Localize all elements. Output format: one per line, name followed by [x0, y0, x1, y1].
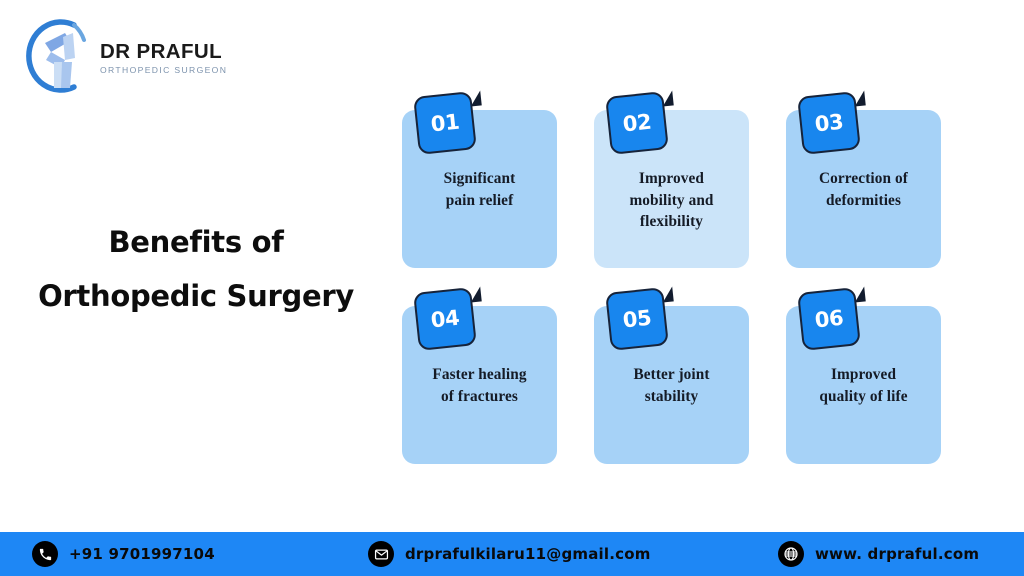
benefit-number-badge-01: 01 [413, 90, 482, 155]
badge-rotated-square: 04 [413, 287, 477, 351]
benefit-number-01: 01 [429, 109, 461, 136]
page-title-line-2: Orthopedic Surgery [38, 278, 354, 313]
benefit-text-03: Correction of deformities [819, 168, 908, 211]
benefit-number-badge-06: 06 [797, 286, 866, 351]
benefit-text-04-line-1: Faster healing [432, 366, 527, 383]
footer-phone-item[interactable]: +91 9701997104 [0, 532, 356, 576]
globe-icon [778, 541, 804, 567]
page-title-line-1: Benefits of [108, 225, 284, 259]
benefit-text-06: Improved quality of life [819, 364, 907, 407]
footer-email-item[interactable]: drprafulkilaru11@gmail.com [356, 532, 716, 576]
badge-body: 01 [413, 91, 477, 155]
benefit-number-02: 02 [621, 109, 653, 136]
benefit-text-02-line-1: Improved [638, 170, 705, 187]
badge-rotated-square: 02 [605, 91, 669, 155]
orthopedic-knee-joint-logo-icon [18, 16, 94, 96]
benefit-text-03-line-2: deformities [825, 191, 901, 209]
benefit-text-02-line-2: mobility and [629, 191, 714, 209]
benefit-number-06: 06 [813, 305, 845, 332]
badge-body: 02 [605, 91, 669, 155]
benefit-number-badge-02: 02 [605, 90, 674, 155]
benefits-card-grid: 01 Significant pain relief 02 Improved [402, 90, 942, 464]
footer-website-url: www. drpraful.com [815, 545, 980, 563]
badge-body: 06 [797, 287, 861, 351]
benefit-text-02: Improved mobility and flexibility [629, 168, 713, 233]
badge-body: 04 [413, 287, 477, 351]
benefit-number-badge-05: 05 [605, 286, 674, 351]
footer-website-item[interactable]: www. drpraful.com [716, 532, 1024, 576]
benefit-text-01-line-2: pain relief [445, 191, 514, 209]
benefit-text-05: Better joint stability [633, 364, 709, 407]
badge-rotated-square: 06 [797, 287, 861, 351]
benefit-card-03: 03 Correction of deformities [786, 90, 941, 268]
contact-footer-bar: +91 9701997104 drprafulkilaru11@gmail.co… [0, 532, 1024, 576]
benefit-number-05: 05 [621, 305, 653, 332]
benefit-text-01: Significant pain relief [444, 168, 516, 211]
brand-tagline: ORTHOPEDIC SURGEON [100, 65, 228, 76]
badge-rotated-square: 01 [413, 91, 477, 155]
footer-phone-number: +91 9701997104 [69, 545, 215, 563]
benefit-text-02-line-3: flexibility [639, 213, 704, 231]
badge-rotated-square: 05 [605, 287, 669, 351]
benefit-text-06-line-1: Improved [830, 366, 897, 383]
brand-logo: DR PRAFUL ORTHOPEDIC SURGEON [8, 8, 232, 103]
benefit-card-02: 02 Improved mobility and flexibility [594, 90, 749, 268]
benefit-card-04: 04 Faster healing of fractures [402, 286, 557, 464]
benefit-card-01: 01 Significant pain relief [402, 90, 557, 268]
badge-rotated-square: 03 [797, 91, 861, 155]
footer-email-address: drprafulkilaru11@gmail.com [405, 545, 651, 563]
benefit-card-05: 05 Better joint stability [594, 286, 749, 464]
benefit-text-04-line-2: of fractures [441, 387, 518, 405]
benefit-text-01-line-1: Significant [443, 170, 516, 187]
benefit-text-04: Faster healing of fractures [432, 364, 526, 407]
brand-name: DR PRAFUL [100, 39, 223, 63]
benefit-text-06-line-2: quality of life [819, 387, 908, 405]
brand-logo-text: DR PRAFUL ORTHOPEDIC SURGEON [100, 35, 227, 77]
benefit-text-05-line-1: Better joint [633, 366, 710, 383]
benefit-text-03-line-1: Correction of [819, 170, 908, 187]
benefit-number-badge-04: 04 [413, 286, 482, 351]
page-title: Benefits of Orthopedic Surgery [16, 216, 376, 323]
benefit-card-06: 06 Improved quality of life [786, 286, 941, 464]
benefit-number-04: 04 [429, 305, 461, 332]
benefit-number-badge-03: 03 [797, 90, 866, 155]
benefit-number-03: 03 [813, 109, 845, 136]
phone-icon [32, 541, 58, 567]
benefit-text-05-line-2: stability [644, 387, 699, 405]
envelope-icon [368, 541, 394, 567]
badge-body: 03 [797, 91, 861, 155]
badge-body: 05 [605, 287, 669, 351]
